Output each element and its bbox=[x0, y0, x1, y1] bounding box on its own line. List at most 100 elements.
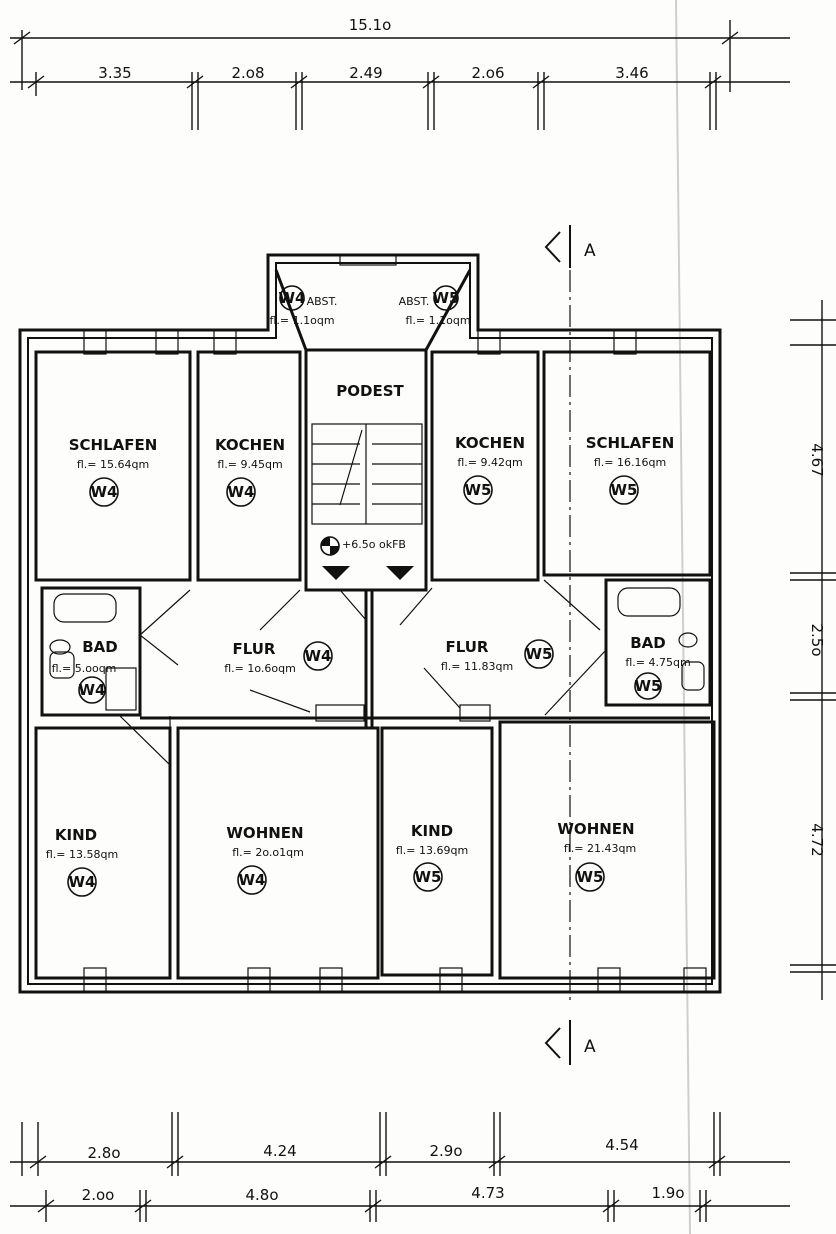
room-name: FLUR bbox=[445, 638, 488, 656]
unit-badge: W4 bbox=[228, 483, 255, 501]
room-abst-w5: ABST. W5 fl.= 1.1oqm bbox=[399, 285, 471, 327]
dim-top-total: 15.1o bbox=[349, 16, 392, 34]
toilet-icon bbox=[49, 639, 71, 655]
bottom-dimension-chain-1: 2.8o 4.24 2.9o 4.54 bbox=[10, 1112, 790, 1176]
room-wohnen-w5: WOHNEN fl.= 21.43qm W5 bbox=[557, 820, 636, 892]
room-flur-w4: FLUR fl.= 1o.6oqm W4 bbox=[224, 640, 333, 675]
unit-badge: W5 bbox=[635, 677, 662, 695]
dim-top-1: 3.35 bbox=[98, 64, 131, 82]
bathtub-icon bbox=[53, 593, 117, 623]
room-name: ABST. bbox=[307, 295, 338, 308]
section-label-bottom: A bbox=[584, 1037, 596, 1057]
room-schlafen-w4: SCHLAFEN fl.= 15.64qm W4 bbox=[69, 436, 158, 507]
bad-w4-fixtures bbox=[49, 593, 137, 711]
right-dimension-chain: 4.67 2.5o 4.72 bbox=[790, 300, 836, 1000]
dim-right-2: 2.5o bbox=[808, 623, 826, 656]
dim-top-2: 2.o8 bbox=[231, 64, 264, 82]
room-name: ABST. bbox=[399, 295, 430, 308]
room-name: SCHLAFEN bbox=[69, 436, 158, 454]
unit-badge: W4 bbox=[279, 289, 306, 307]
room-name: KIND bbox=[55, 826, 97, 844]
stair-arrow-right bbox=[386, 566, 414, 580]
paper-fold-line bbox=[675, 0, 691, 1234]
toilet-icon bbox=[678, 632, 698, 648]
level-marker bbox=[320, 536, 340, 556]
dim-bottom2-4: 1.9o bbox=[651, 1184, 684, 1202]
room-name: PODEST bbox=[336, 382, 404, 400]
unit-badge: W5 bbox=[415, 868, 442, 886]
room-area: fl.= 21.43qm bbox=[564, 842, 636, 855]
dim-top-5: 3.46 bbox=[615, 64, 648, 82]
unit-badge: W4 bbox=[69, 873, 96, 891]
room-area: fl.= 13.69qm bbox=[396, 844, 468, 857]
dim-top-3: 2.49 bbox=[349, 64, 382, 82]
unit-badge: W5 bbox=[526, 645, 553, 663]
room-kochen-w4: KOCHEN fl.= 9.45qm W4 bbox=[215, 436, 285, 507]
room-area: fl.= 11.83qm bbox=[441, 660, 513, 673]
room-area: fl.= 4.75qm bbox=[625, 656, 690, 669]
section-marker-bottom: A bbox=[544, 1020, 596, 1065]
room-area: fl.= 1.1oqm bbox=[269, 314, 334, 327]
unit-badge: W5 bbox=[433, 289, 460, 307]
dim-bottom1-3: 2.9o bbox=[429, 1142, 462, 1160]
room-area: fl.= 9.42qm bbox=[457, 456, 522, 469]
top-dimension-chain: 15.1o 3.35 2.o8 2.49 2.o6 3.46 bbox=[10, 16, 790, 130]
unit-badge: W5 bbox=[465, 481, 492, 499]
interior-walls bbox=[34, 269, 716, 980]
room-area: fl.= 9.45qm bbox=[217, 458, 282, 471]
room-area: fl.= 15.64qm bbox=[77, 458, 149, 471]
room-kochen-w5: KOCHEN fl.= 9.42qm W5 bbox=[455, 434, 525, 505]
dim-right-3: 4.72 bbox=[808, 823, 826, 856]
room-name: BAD bbox=[82, 638, 118, 656]
room-name: BAD bbox=[630, 634, 666, 652]
room-area: fl.= 16.16qm bbox=[594, 456, 666, 469]
room-flur-w5: FLUR fl.= 11.83qm W5 bbox=[441, 638, 554, 673]
bad-w5-fixtures bbox=[617, 587, 705, 691]
dim-bottom1-2: 4.24 bbox=[263, 1142, 296, 1160]
outer-walls bbox=[18, 253, 722, 994]
dim-right-1: 4.67 bbox=[808, 443, 826, 476]
unit-badge: W4 bbox=[91, 483, 118, 501]
room-kind-w5: KIND fl.= 13.69qm W5 bbox=[396, 822, 468, 892]
unit-badge: W4 bbox=[239, 871, 266, 889]
bathtub-icon bbox=[617, 587, 681, 617]
room-bad-w5: BAD fl.= 4.75qm W5 bbox=[625, 634, 691, 700]
section-marker-top: A bbox=[544, 225, 596, 1000]
unit-badge: W4 bbox=[79, 681, 106, 699]
stair-arrow-left bbox=[322, 566, 350, 580]
room-podest: PODEST +6.5o okFB bbox=[336, 382, 406, 551]
level-label: +6.5o okFB bbox=[342, 538, 406, 551]
staircase bbox=[311, 423, 423, 580]
room-area: fl.= 2o.o1qm bbox=[232, 846, 304, 859]
room-name: FLUR bbox=[232, 640, 275, 658]
room-name: WOHNEN bbox=[226, 824, 303, 842]
dim-bottom1-4: 4.54 bbox=[605, 1136, 638, 1154]
room-area: fl.= 5.ooqm bbox=[52, 662, 117, 675]
sink-icon bbox=[49, 651, 75, 679]
dim-bottom1-1: 2.8o bbox=[87, 1144, 120, 1162]
room-bad-w4: BAD fl.= 5.ooqm W4 bbox=[52, 638, 118, 704]
room-name: KIND bbox=[411, 822, 453, 840]
room-abst-w4: W4 ABST. fl.= 1.1oqm bbox=[269, 285, 338, 327]
dim-bottom2-3: 4.73 bbox=[471, 1184, 504, 1202]
door-swings bbox=[119, 579, 607, 767]
room-area: fl.= 1.1oqm bbox=[405, 314, 470, 327]
unit-badge: W5 bbox=[577, 868, 604, 886]
room-area: fl.= 1o.6oqm bbox=[224, 662, 296, 675]
bottom-dimension-chain-2: 2.oo 4.8o 4.73 1.9o bbox=[10, 1184, 790, 1222]
dim-bottom2-1: 2.oo bbox=[82, 1186, 115, 1204]
room-area: fl.= 13.58qm bbox=[46, 848, 118, 861]
unit-badge: W5 bbox=[611, 481, 638, 499]
room-name: KOCHEN bbox=[215, 436, 285, 454]
room-name: KOCHEN bbox=[455, 434, 525, 452]
dim-bottom2-2: 4.8o bbox=[245, 1186, 278, 1204]
room-wohnen-w4: WOHNEN fl.= 2o.o1qm W4 bbox=[226, 824, 304, 895]
section-label-top: A bbox=[584, 241, 596, 261]
dim-top-4: 2.o6 bbox=[471, 64, 504, 82]
room-schlafen-w5: SCHLAFEN fl.= 16.16qm W5 bbox=[586, 434, 674, 505]
room-name: WOHNEN bbox=[557, 820, 634, 838]
sink-icon bbox=[681, 661, 705, 691]
room-kind-w4: KIND fl.= 13.58qm W4 bbox=[46, 826, 118, 897]
unit-badge: W4 bbox=[305, 647, 332, 665]
